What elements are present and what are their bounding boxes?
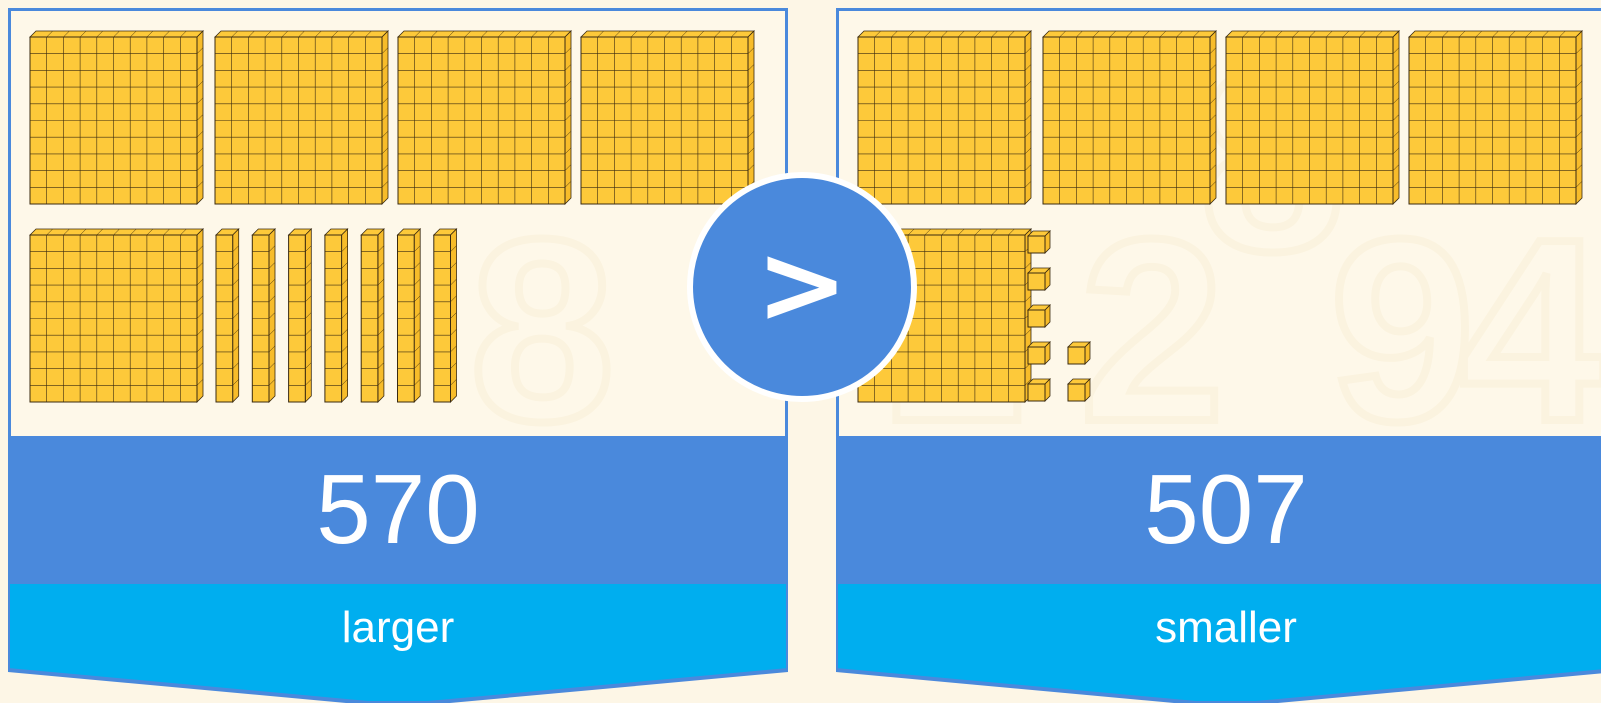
ten-rod-block [434,229,457,402]
hundred-flat-block [215,31,388,204]
left-number-panel: 570 larger [8,8,788,695]
right-number: 507 [836,436,1601,582]
hundred-flat-block [398,31,571,204]
ten-rod-block [398,229,421,402]
ten-rod-block [325,229,348,402]
one-unit-cube [1068,342,1090,364]
one-unit-cube [1028,231,1050,253]
right-blocks-area [836,8,1601,442]
one-unit-cube [1028,342,1050,364]
left-label: larger [8,600,788,656]
left-blocks-area [8,8,788,442]
right-label: smaller [836,600,1601,656]
hundred-flat-block [858,31,1031,204]
hundred-flat-block [1226,31,1399,204]
one-unit-cube [1068,379,1090,401]
greater-than-symbol: > [687,172,917,402]
hundred-flat-block [30,31,203,204]
ten-rod-block [361,229,384,402]
ten-rod-block [216,229,239,402]
hundred-flat-block [1043,31,1216,204]
left-base-ten-blocks [11,11,785,442]
right-base-ten-blocks [839,11,1601,442]
hundred-flat-block [30,229,203,402]
hundred-flat-block [581,31,754,204]
one-unit-cube [1028,379,1050,401]
left-number: 570 [8,436,788,582]
hundred-flat-block [1409,31,1582,204]
ten-rod-block [252,229,275,402]
one-unit-cube [1028,305,1050,327]
ten-rod-block [289,229,312,402]
right-number-panel: 507 smaller [836,8,1601,695]
one-unit-cube [1028,268,1050,290]
